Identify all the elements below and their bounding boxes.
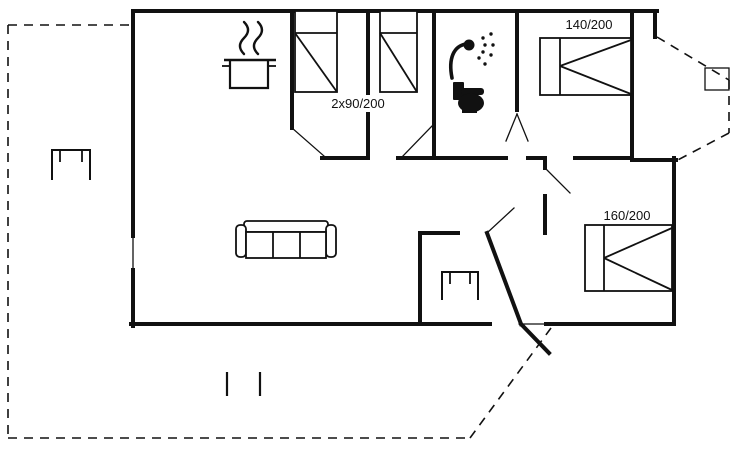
walls xyxy=(129,9,678,356)
table-outline xyxy=(441,271,479,300)
sofa-icon xyxy=(235,220,337,259)
toilet-icon xyxy=(453,82,484,113)
bathroom-door-swing-left xyxy=(505,113,518,142)
toilet-base xyxy=(462,106,477,113)
bed-outline xyxy=(584,224,673,292)
bathroom-door-swing-right xyxy=(516,113,529,142)
bed-outline xyxy=(539,37,632,96)
terrace-bench-marks xyxy=(225,372,262,396)
steam-wave-left xyxy=(238,20,250,56)
bed-single-left xyxy=(294,10,338,93)
pot-body xyxy=(228,60,270,90)
bed-outline xyxy=(294,10,338,93)
label-bed-2x90: 2x90/200 xyxy=(331,96,385,111)
bed-diagonal xyxy=(294,32,338,93)
label-bed-160: 160/200 xyxy=(604,208,651,223)
labels: 140/200 2x90/200 160/200 xyxy=(321,16,662,224)
bed-diagonal xyxy=(379,32,418,93)
door-swings xyxy=(132,113,571,325)
hall-table-icon xyxy=(441,271,479,300)
terrace-table-icon xyxy=(51,149,91,180)
bed-outline xyxy=(379,10,418,93)
bed-diagonal-upper xyxy=(603,227,673,259)
label-box-2x90 xyxy=(321,95,395,112)
sofa-arm-left xyxy=(235,224,247,258)
sofa-back xyxy=(243,220,329,233)
toilet-seat xyxy=(461,88,484,95)
wall-hall-diagonal xyxy=(484,230,524,327)
shower-spray-dots xyxy=(477,32,495,66)
shower-head xyxy=(463,39,475,51)
bed-double-160 xyxy=(584,224,673,292)
label-box-140 xyxy=(554,16,624,33)
bay-diagonal-bottom-line xyxy=(673,132,730,163)
sofa-seat xyxy=(245,231,327,259)
bedroom1-door-swing xyxy=(291,127,325,157)
label-bed-140: 140/200 xyxy=(566,17,613,32)
hall-door-swing xyxy=(486,207,515,234)
bed-double-140 xyxy=(539,37,632,96)
steam-wave-right xyxy=(252,20,264,56)
shower-arm xyxy=(449,42,468,80)
table-outline xyxy=(51,149,91,180)
bed-diagonal-upper xyxy=(559,39,632,67)
bay-window xyxy=(704,67,730,91)
terrace-outline xyxy=(7,24,730,439)
bed-diagonal-lower xyxy=(603,257,673,291)
sofa-arm-right xyxy=(325,224,337,258)
bed-single-right xyxy=(379,10,418,93)
terrace-diagonal-line xyxy=(469,327,552,439)
bay-diagonal-top-line xyxy=(656,36,730,81)
bed-diagonal-lower xyxy=(559,65,632,95)
shower-icon xyxy=(449,32,495,80)
bedroom2-door-swing xyxy=(401,125,433,158)
toilet-tank xyxy=(453,82,464,100)
label-box-160 xyxy=(592,207,662,224)
bedroom4-door-swing xyxy=(544,167,571,194)
stove-pot-icon xyxy=(222,20,276,90)
wall-windbreak-diagonal xyxy=(518,321,552,356)
